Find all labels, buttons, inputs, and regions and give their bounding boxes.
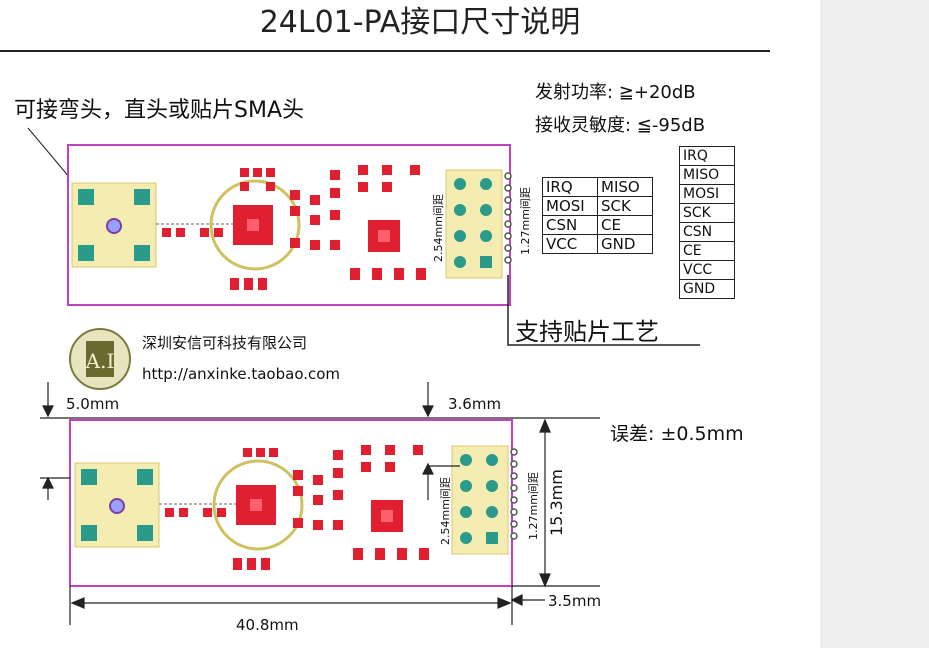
table-row: VCC GND [542, 234, 653, 254]
table-row: GND [679, 279, 735, 299]
header-pads-1-27 [504, 172, 512, 264]
smt-callout-line [507, 275, 700, 346]
company-url: http://anxinke.taobao.com [142, 365, 341, 383]
company-name: 深圳安信可科技有限公司 [142, 334, 308, 352]
table-row: CSN CE [542, 215, 653, 235]
page-side-strip [820, 0, 929, 648]
table-row: VCC [679, 260, 735, 280]
company-logo: A.I [69, 328, 131, 390]
tx-power-spec: 发射功率: ≧+20dB [535, 82, 696, 103]
table-row: MISO [679, 165, 735, 185]
dim-height: 15.3mm [547, 469, 566, 536]
rx-sensitivity-spec: 接收灵敏度: ≦-95dB [535, 115, 706, 136]
pin-cell: MISO [597, 177, 653, 197]
sma-pads [78, 189, 150, 261]
dim-length: 40.8mm [236, 616, 299, 634]
header-pads-2-54 [454, 178, 492, 268]
pin-cell: IRQ [542, 177, 598, 197]
logo-text: A.I [85, 349, 115, 373]
dimension-lines [40, 382, 600, 625]
pin-cell: VCC [542, 234, 598, 254]
tolerance-note: 误差: ±0.5mm [610, 423, 744, 445]
page-title: 24L01-PA接口尺寸说明 [259, 5, 581, 40]
title-divider [0, 50, 770, 52]
pitch-254-label-bottom: 2.54mm间距 [439, 477, 452, 545]
table-row: IRQ MISO [542, 177, 653, 197]
smt-support-note: 支持贴片工艺 [515, 318, 659, 346]
dim-left-offset: 5.0mm [66, 395, 120, 413]
connector-note: 可接弯头，直头或贴片SMA头 [14, 98, 304, 123]
pinout-table-1col: IRQ MISO MOSI SCK CSN CE VCC GND [679, 146, 735, 299]
pin-cell: CE [597, 215, 653, 235]
pitch-127-label-top: 1.27mm间距 [519, 187, 532, 255]
dim-right-gap: 3.5mm [548, 592, 602, 610]
table-row: SCK [679, 203, 735, 223]
pin-cell: SCK [679, 203, 735, 223]
pa-shield-circle [209, 179, 301, 271]
pin-cell: VCC [679, 260, 735, 280]
passive-pads-top [162, 165, 426, 290]
dim-top-gap: 3.6mm [448, 395, 502, 413]
pin-cell: MISO [679, 165, 735, 185]
pin-cell: GND [597, 234, 653, 254]
pin-cell: GND [679, 279, 735, 299]
sma-center-pin [106, 218, 122, 234]
pinout-table-2col: IRQ MISO MOSI SCK CSN CE VCC GND [542, 177, 653, 254]
pitch-127-label-bottom: 1.27mm间距 [527, 472, 540, 540]
pitch-254-label-top: 2.54mm间距 [432, 194, 445, 262]
